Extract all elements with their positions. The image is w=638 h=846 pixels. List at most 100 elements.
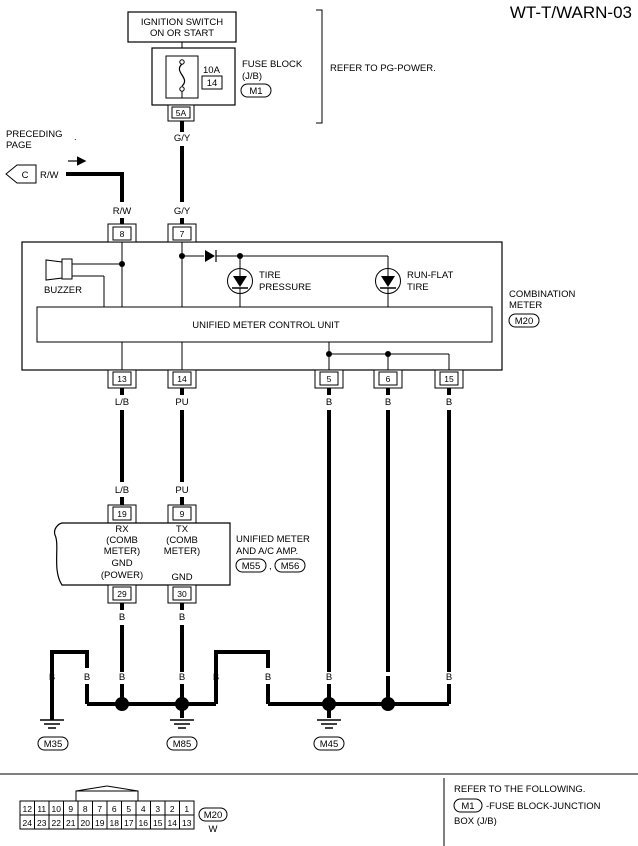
pin-13: 13 [117, 374, 127, 384]
wire-gy-label: G/Y [174, 206, 191, 217]
unified-meter-ac-amp-box [53, 522, 231, 586]
rx-comb-label: (COMB [106, 535, 138, 546]
fuse-block-label: FUSE BLOCK [242, 59, 303, 70]
buzzer-icon [61, 258, 73, 280]
refer-m1-badge [453, 798, 483, 813]
amp-label-1: UNIFIED METER [236, 534, 310, 545]
connector-cell-18: 18 [110, 818, 120, 828]
connector-separator: , [269, 561, 272, 572]
buzzer-label: BUZZER [44, 285, 82, 296]
splice-4 [381, 697, 395, 711]
pin-30: 30 [177, 589, 187, 599]
connector-c-arrow [5, 164, 37, 184]
ground-wire-m35 [50, 650, 89, 708]
connector-cell-20: 20 [81, 818, 91, 828]
ground-wire-jumper [214, 650, 270, 688]
refer-bracket [316, 9, 323, 124]
ignition-switch-box [127, 11, 237, 43]
connector-cell-14: 14 [168, 818, 178, 828]
wire-pu-top-label: PU [175, 397, 188, 408]
connector-cell-3: 3 [155, 804, 160, 814]
ground-icon [317, 719, 341, 729]
connector-cell-21: 21 [66, 818, 76, 828]
tx-comb-label: (COMB [166, 535, 198, 546]
tire-pressure-label-1: TIRE [259, 270, 281, 281]
diagram-title: WT-T/WARN-03 [510, 3, 632, 22]
svg-text:.: . [74, 132, 77, 143]
connector-view-color: W [209, 824, 218, 835]
gnd-power-label-1: GND [111, 558, 132, 569]
diode-icon [205, 250, 215, 262]
splice-1 [115, 697, 129, 711]
ground-wire-label-8: B [446, 672, 452, 683]
unified-meter-control-unit [36, 306, 493, 343]
wire-b30-label: B [179, 612, 185, 623]
fuse-block-jb: (J/B) [242, 71, 262, 82]
wire-gy-top-label: G/Y [174, 133, 191, 144]
refer-pg-power: REFER TO PG-POWER. [330, 63, 436, 74]
combination-meter-label-2: METER [509, 300, 542, 311]
connector-cell-1: 1 [184, 804, 189, 814]
refer-m1: M1 [461, 801, 474, 812]
ground-wire-label-3: B [119, 672, 125, 683]
connector-cell-24: 24 [23, 818, 33, 828]
ground-icon [40, 708, 64, 729]
ground-wire-label-6: B [265, 672, 271, 683]
refer-note-line-2: -FUSE BLOCK-JUNCTION [486, 801, 601, 812]
connector-m56: M56 [281, 561, 299, 572]
combination-meter-label-1: COMBINATION [509, 289, 575, 300]
wire-rw-label: R/W [113, 206, 132, 217]
connector-cell-2: 2 [170, 804, 175, 814]
combination-meter-box [21, 241, 503, 371]
connector-cell-16: 16 [139, 818, 149, 828]
connector-m20-badge [508, 313, 540, 328]
pin-19: 19 [117, 509, 127, 519]
wire-lb-top-label: L/B [115, 397, 129, 408]
ground-wire-label-4: B [179, 672, 185, 683]
connector-cell-12: 12 [23, 804, 33, 814]
connector-cell-5: 5 [126, 804, 131, 814]
connector-m56-badge [274, 558, 306, 573]
connector-cell-15: 15 [153, 818, 163, 828]
ground-m45-badge [313, 736, 345, 751]
pin-14: 14 [177, 374, 187, 384]
pin-29: 29 [117, 589, 127, 599]
connector-cell-8: 8 [83, 804, 88, 814]
fuse-amp: 10A [203, 65, 221, 76]
tx-meter-label: METER) [164, 546, 200, 557]
ignition-label-2: ON OR START [150, 28, 214, 39]
connector-cell-23: 23 [37, 818, 47, 828]
ground-icon [170, 719, 194, 729]
connector-cell-13: 13 [182, 818, 192, 828]
connector-cell-6: 6 [112, 804, 117, 814]
rx-label: RX [115, 524, 129, 535]
connector-m1: M1 [249, 86, 262, 97]
connector-cell-11: 11 [37, 804, 46, 814]
connector-m55: M55 [242, 561, 260, 572]
preceding-label-1: PRECEDING [6, 129, 62, 140]
connector-cell-22: 22 [52, 818, 62, 828]
pin-7: 7 [180, 229, 185, 239]
run-flat-label-2: TIRE [407, 282, 429, 293]
tire-pressure-label-2: PRESSURE [259, 282, 311, 293]
connector-view-id: M20 [204, 810, 222, 821]
ground-m85: M85 [173, 739, 191, 750]
pin-15: 15 [444, 374, 454, 384]
wire-b5-label: B [326, 397, 332, 408]
connector-cell-10: 10 [52, 804, 62, 814]
connector-m55-badge [235, 558, 267, 573]
connector-m1-badge [240, 83, 272, 98]
connector-view-m20-badge [198, 807, 228, 822]
rx-meter-label: METER) [104, 546, 140, 557]
ignition-label-1: IGNITION SWITCH [141, 17, 223, 28]
connector-c-label: C [22, 170, 29, 181]
connector-cell-4: 4 [141, 804, 146, 814]
pin-5a: 5A [176, 108, 187, 118]
connector-cell-19: 19 [95, 818, 105, 828]
tx-label: TX [176, 524, 189, 535]
ground-m85-badge [166, 736, 198, 751]
gnd-power-label-2: (POWER) [101, 570, 143, 581]
fuse-number: 14 [207, 78, 218, 89]
